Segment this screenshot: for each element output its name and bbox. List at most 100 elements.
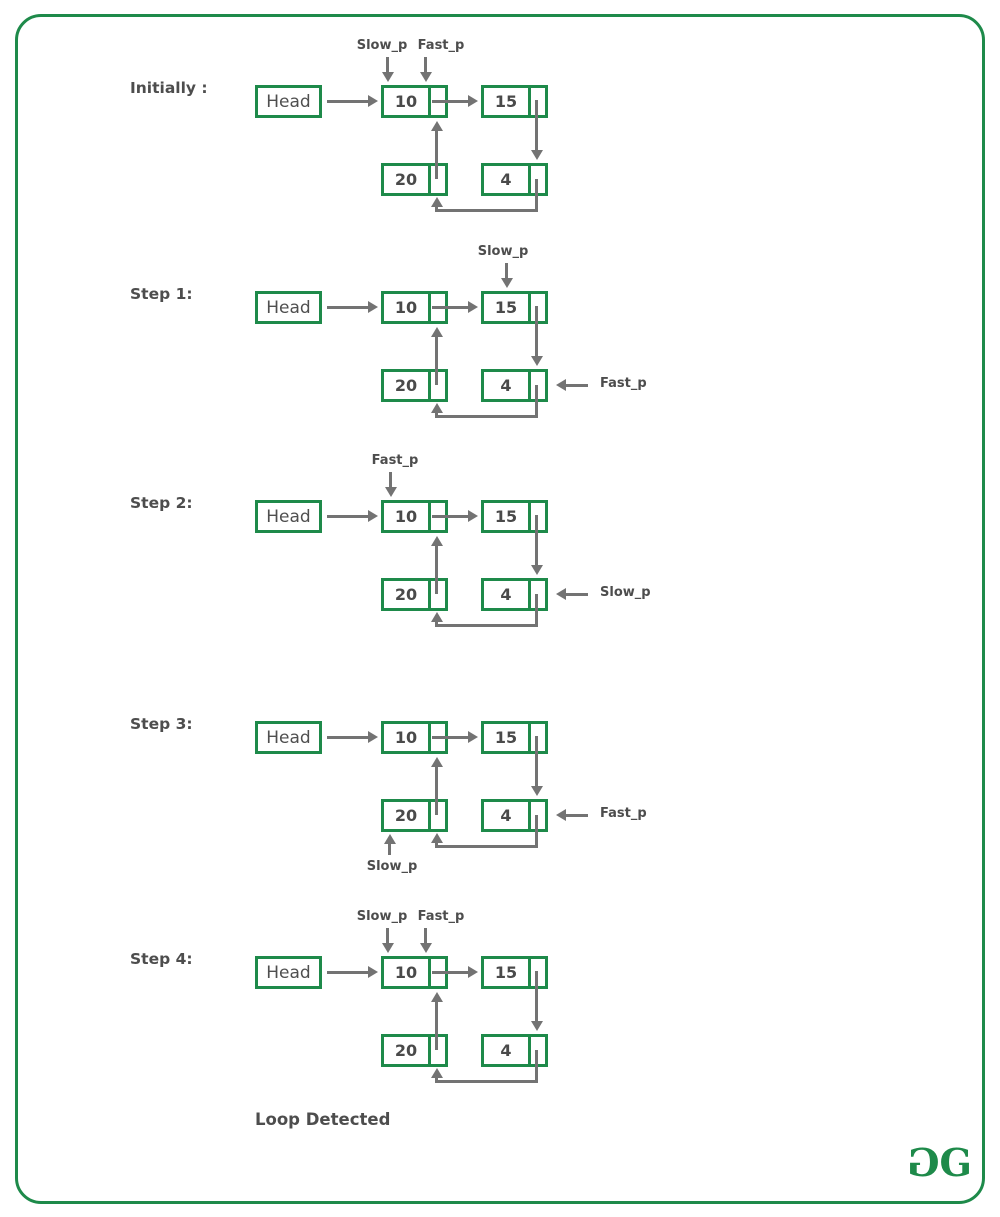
arrowhead-down-icon xyxy=(382,72,394,82)
node-next-cell xyxy=(528,959,545,986)
pointer-label-slow-p: Slow_p xyxy=(366,859,418,874)
arrow-head-to-node1 xyxy=(327,736,368,739)
panel-label: Step 3: xyxy=(130,715,193,733)
node-next-cell xyxy=(428,294,445,321)
arrow-node1-to-node2 xyxy=(432,515,468,518)
arrow-node2-to-node4 xyxy=(535,515,538,566)
arrowhead-right-icon xyxy=(368,966,378,978)
node-value: 15 xyxy=(494,507,518,526)
arrow-node1-to-node2 xyxy=(432,100,468,103)
node-next-cell xyxy=(528,802,545,829)
arrowhead-down-icon xyxy=(385,487,397,497)
geeksforgeeks-logo: GG xyxy=(911,1140,972,1185)
arrow-node4-up-segment xyxy=(435,207,438,212)
node-next-cell xyxy=(528,372,545,399)
node-next-cell xyxy=(428,959,445,986)
panel-label: Step 1: xyxy=(130,285,193,303)
node-next-cell xyxy=(428,724,445,751)
node-next-cell xyxy=(528,88,545,115)
arrow-node4-up-segment xyxy=(435,843,438,848)
node-next-cell xyxy=(528,166,545,193)
head-box: Head xyxy=(255,291,322,324)
node-value: 20 xyxy=(394,1041,418,1060)
arrowhead-right-icon xyxy=(368,95,378,107)
logo-letter-mirrored-g: G xyxy=(911,1140,940,1185)
node-next-cell xyxy=(528,581,545,608)
arrowhead-up-icon xyxy=(431,992,443,1002)
node-next-cell xyxy=(528,1037,545,1064)
arrow-node3-to-node1 xyxy=(435,1002,438,1050)
node-next-cell xyxy=(428,1037,445,1064)
node-value: 20 xyxy=(394,585,418,604)
pointer-arrow-fast-p xyxy=(424,928,427,943)
arrow-node4-up-segment xyxy=(435,1078,438,1083)
node-next-cell xyxy=(428,802,445,829)
head-label: Head xyxy=(266,727,311,748)
pointer-label-fast-p: Fast_p xyxy=(600,376,647,391)
arrowhead-up-icon xyxy=(431,121,443,131)
pointer-arrow-slow-p xyxy=(505,263,508,278)
pointer-arrow-fast-p xyxy=(389,472,392,487)
node-value: 4 xyxy=(500,585,512,604)
pointer-arrow-slow-p xyxy=(386,928,389,943)
arrow-node4-bottom-segment xyxy=(435,845,538,848)
head-label: Head xyxy=(266,962,311,983)
arrowhead-up-icon xyxy=(431,1068,443,1078)
arrow-node4-bottom-segment xyxy=(435,1080,538,1083)
node-value: 4 xyxy=(500,1041,512,1060)
node-next-cell xyxy=(528,503,545,530)
arrowhead-right-icon xyxy=(468,510,478,522)
node-value: 10 xyxy=(394,963,418,982)
node-value: 10 xyxy=(394,92,418,111)
logo-letter-g: G xyxy=(939,1140,972,1185)
head-label: Head xyxy=(266,91,311,112)
arrowhead-up-icon xyxy=(431,757,443,767)
node-value: 10 xyxy=(394,728,418,747)
arrowhead-down-icon xyxy=(531,150,543,160)
node-next-cell xyxy=(428,166,445,193)
arrowhead-right-icon xyxy=(368,301,378,313)
pointer-arrow-slow-p xyxy=(386,57,389,72)
arrowhead-down-icon xyxy=(531,356,543,366)
arrowhead-down-icon xyxy=(501,278,513,288)
arrow-node3-to-node1 xyxy=(435,767,438,815)
arrow-node4-bottom-segment xyxy=(435,415,538,418)
arrow-node1-to-node2 xyxy=(432,971,468,974)
node-value: 4 xyxy=(500,806,512,825)
node-next-cell xyxy=(528,294,545,321)
head-box: Head xyxy=(255,500,322,533)
pointer-label-fast-p: Fast_p xyxy=(417,38,465,53)
pointer-label-slow-p: Slow_p xyxy=(356,909,408,924)
arrow-node1-to-node2 xyxy=(432,736,468,739)
arrowhead-up-icon xyxy=(384,834,396,844)
arrowhead-down-icon xyxy=(420,943,432,953)
arrow-node1-to-node2 xyxy=(432,306,468,309)
head-box: Head xyxy=(255,956,322,989)
arrow-node4-bottom-segment xyxy=(435,624,538,627)
node-next-cell xyxy=(428,581,445,608)
head-box: Head xyxy=(255,721,322,754)
node-value: 20 xyxy=(394,376,418,395)
node-20: 20 xyxy=(381,163,448,196)
arrow-node3-to-node1 xyxy=(435,546,438,594)
arrow-node2-to-node4 xyxy=(535,971,538,1022)
arrow-node3-to-node1 xyxy=(435,337,438,385)
arrow-node4-bottom-segment xyxy=(435,209,538,212)
arrowhead-down-icon xyxy=(531,1021,543,1031)
node-value: 15 xyxy=(494,92,518,111)
arrowhead-right-icon xyxy=(468,95,478,107)
arrowhead-up-icon xyxy=(431,536,443,546)
outer-border-frame xyxy=(15,14,985,1204)
node-next-cell xyxy=(528,724,545,751)
arrowhead-left-icon xyxy=(556,809,566,821)
arrowhead-right-icon xyxy=(468,301,478,313)
arrowhead-up-icon xyxy=(431,833,443,843)
arrowhead-left-icon xyxy=(556,588,566,600)
arrowhead-right-icon xyxy=(468,966,478,978)
node-value: 4 xyxy=(500,170,512,189)
arrowhead-down-icon xyxy=(531,565,543,575)
